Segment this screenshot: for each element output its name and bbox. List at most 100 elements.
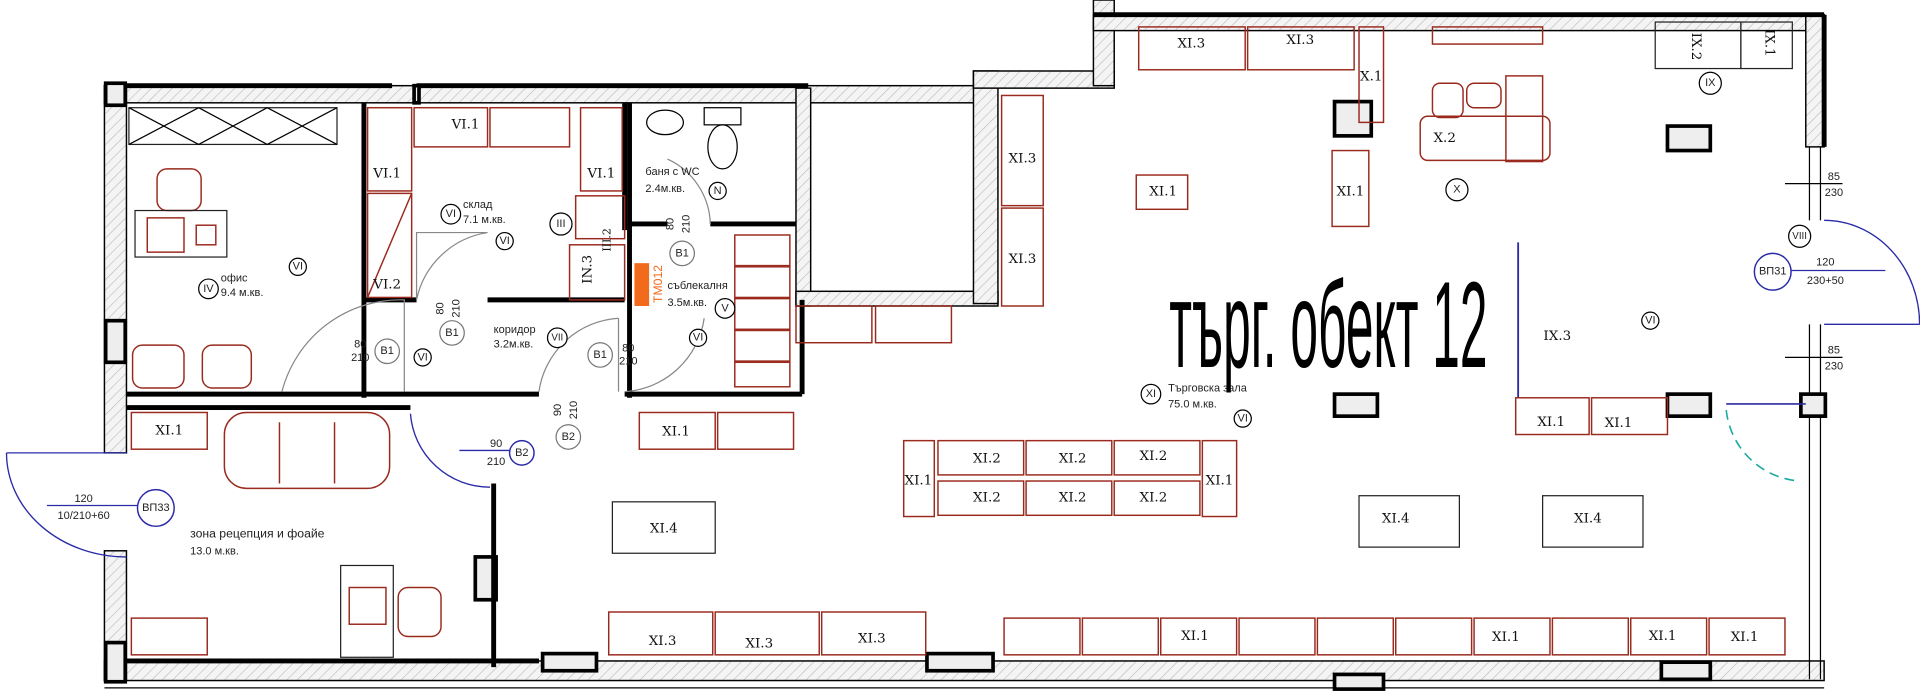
room-name: офис — [221, 273, 248, 285]
door-dim: 120 — [1816, 257, 1834, 269]
label: XI.1 — [1649, 629, 1677, 644]
window-dim: 85 — [1828, 171, 1840, 183]
room-area: 9.4 м.кв. — [221, 287, 264, 299]
door-dim: 90 — [552, 404, 564, 416]
window-dim: 230 — [1825, 361, 1843, 373]
label: XI.4 — [1574, 511, 1602, 526]
door-dim: 210 — [351, 352, 369, 364]
label: XI.1 — [1206, 474, 1234, 489]
door-tag: B1 — [675, 247, 688, 259]
marker: IX — [1705, 77, 1716, 89]
marker: VI — [417, 351, 427, 363]
doors — [5, 158, 1920, 558]
door-dim: 210 — [680, 215, 692, 233]
label: XI.1 — [1181, 629, 1209, 644]
door-tag: B1 — [593, 349, 606, 361]
label: XI.1 — [1337, 185, 1365, 200]
room-name: баня с WC — [645, 166, 699, 178]
marker: X — [1453, 184, 1461, 196]
marker: VIII — [1792, 231, 1807, 242]
room-number: V — [721, 302, 729, 314]
door-tag: B2 — [562, 431, 575, 443]
door-dim: 230+50 — [1807, 275, 1844, 287]
label: XI.2 — [1059, 491, 1087, 506]
unit-title: търг. обект 12 — [1169, 256, 1487, 393]
room-number: XI — [1146, 388, 1156, 400]
marker: VI — [693, 332, 703, 344]
marker: VI — [1238, 413, 1248, 425]
door-tag: B1 — [380, 345, 393, 357]
door-tag-vp31: ВП31 — [1759, 266, 1786, 278]
columns — [103, 81, 1828, 691]
room-area: 13.0 м.кв. — [190, 545, 239, 557]
label: X.2 — [1433, 131, 1455, 146]
label: XI.1 — [1537, 415, 1565, 430]
label: XI.1 — [662, 425, 690, 440]
room-number: IV — [203, 283, 214, 295]
door-tag: B1 — [445, 327, 458, 339]
door-dim: 210 — [450, 299, 462, 317]
room-area: 2.4м.кв. — [645, 183, 685, 195]
label: XI.2 — [973, 451, 1001, 466]
door-dim: 210 — [487, 456, 505, 468]
label: XI.3 — [1009, 152, 1037, 167]
label: XI.3 — [1286, 33, 1314, 48]
marker: VI — [499, 235, 509, 247]
door-dim: 210 — [568, 401, 580, 419]
room-area: 75.0 м.кв. — [1168, 399, 1217, 411]
label: XI.3 — [858, 631, 886, 646]
label: XI.1 — [1149, 185, 1177, 200]
door-dim: 90 — [490, 438, 502, 450]
room-area: 7.1 м.кв. — [463, 214, 506, 226]
furniture — [128, 21, 1793, 658]
marker: VI — [1645, 315, 1655, 327]
room-name: зона рецепция и фоайе — [190, 526, 325, 540]
label: XI.1 — [1492, 630, 1520, 645]
label: VI.1 — [372, 166, 401, 181]
room-name: коридор — [494, 324, 536, 336]
label: XI.1 — [1605, 416, 1633, 431]
furniture-labels: XI.3 XI.3 X.1 IX.2 IX.1 X.2 XI.3 XI.3 XI… — [155, 29, 1776, 651]
label: VI.1 — [586, 166, 615, 181]
label: III.2 — [600, 228, 613, 252]
label: XI.3 — [745, 636, 773, 651]
door-dim: 80 — [434, 302, 446, 314]
door-dim: 210 — [619, 356, 637, 368]
label: XI.4 — [650, 521, 678, 536]
room-number: VII — [551, 332, 563, 343]
markers: VI VI VI VI VI VI III IX X VIII — [288, 71, 1812, 428]
label: XI.3 — [649, 634, 677, 649]
label: IN.3 — [580, 255, 595, 284]
label: XI.3 — [1177, 37, 1205, 52]
door-tag-vp33: ВП33 — [142, 502, 169, 514]
label: XI.1 — [155, 423, 183, 438]
window-dim: 85 — [1828, 345, 1840, 357]
room-labels: IV офис 9.4 м.кв. VI склад 7.1 м.кв. бан… — [190, 166, 1487, 557]
label: XI.2 — [1140, 449, 1168, 464]
door-dim: 10/210+60 — [57, 510, 109, 522]
door-dim: 120 — [74, 493, 92, 505]
label: XI.3 — [1009, 252, 1037, 267]
interior-walls — [126, 102, 805, 668]
label: VI.2 — [372, 278, 401, 293]
room-name: съблекалня — [667, 280, 727, 292]
marker: VI — [293, 261, 303, 273]
label: XI.2 — [1140, 491, 1168, 506]
room-name: Търговска зала — [1168, 383, 1248, 395]
door-tag: B2 — [515, 447, 528, 459]
label: IX.2 — [1688, 33, 1703, 61]
label: XI.2 — [973, 491, 1001, 506]
door-dim: 80 — [622, 342, 634, 354]
label: VI.1 — [451, 117, 480, 132]
boiler-label: ТМ012 — [651, 265, 665, 303]
room-number: VI — [446, 208, 456, 220]
label: XI.1 — [1731, 630, 1759, 645]
window-dim: 230 — [1825, 187, 1843, 199]
door-dim: 80 — [354, 339, 366, 351]
label: XI.4 — [1382, 511, 1410, 526]
label: XI.2 — [1059, 451, 1087, 466]
room-number: N — [714, 185, 722, 197]
marker: III — [556, 218, 565, 230]
room-area: 3.5м.кв. — [667, 297, 707, 309]
